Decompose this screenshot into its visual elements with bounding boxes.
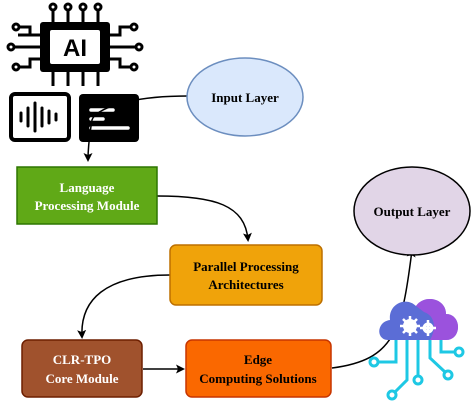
arrow-language-to-parallel (156, 195, 252, 242)
ai-chip-label: AI (63, 35, 87, 62)
cloud-computing-icon (368, 299, 465, 401)
clrtpo-label-line1: CLR-TPO (53, 352, 112, 367)
clrtpo-label-line2: Core Module (45, 371, 118, 386)
audio-waveform-icon (9, 92, 71, 142)
parallel-label-line1: Parallel Processing (193, 259, 299, 274)
output-layer-label: Output Layer (374, 204, 451, 219)
node-clr-tpo-core: CLR-TPO Core Module (21, 339, 143, 398)
edge-label-line2: Computing Solutions (199, 371, 316, 386)
ai-chip-icon: AI (6, 2, 144, 86)
input-layer-label: Input Layer (211, 90, 279, 105)
node-input-layer: Input Layer (186, 57, 304, 137)
arrow-parallel-to-clrtpo (77, 274, 171, 339)
node-edge-computing: Edge Computing Solutions (185, 339, 332, 398)
node-output-layer: Output Layer (353, 166, 471, 256)
language-module-label-line1: Language (60, 180, 115, 195)
parallel-label-line2: Architectures (208, 277, 283, 292)
node-parallel-processing: Parallel Processing Architectures (169, 244, 323, 306)
arrow-input-to-language (83, 95, 189, 162)
language-module-label-line2: Processing Module (35, 198, 140, 213)
node-language-processing-module: Language Processing Module (16, 166, 158, 225)
edge-label-line1: Edge (244, 352, 272, 367)
